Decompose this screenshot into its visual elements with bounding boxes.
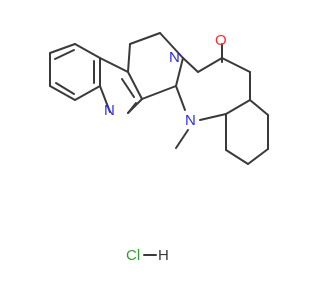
pyridine-ring [127, 32, 184, 114]
benzene-ring [49, 43, 101, 101]
hydrogen-label: H [158, 247, 169, 264]
indole-n-label: N [104, 102, 115, 119]
molecule-structure: N N N O Cl H [49, 32, 269, 264]
amide-n-label: N [169, 49, 180, 66]
pyrrole-ring [99, 57, 143, 114]
chlorine-label: Cl [126, 247, 140, 264]
pyrimidinone-ring [175, 57, 251, 121]
cyclohexane-ring [225, 99, 269, 165]
carbonyl-o-label: O [215, 32, 227, 49]
methyl-bond [175, 129, 189, 149]
amine-n-label: N [185, 112, 196, 129]
